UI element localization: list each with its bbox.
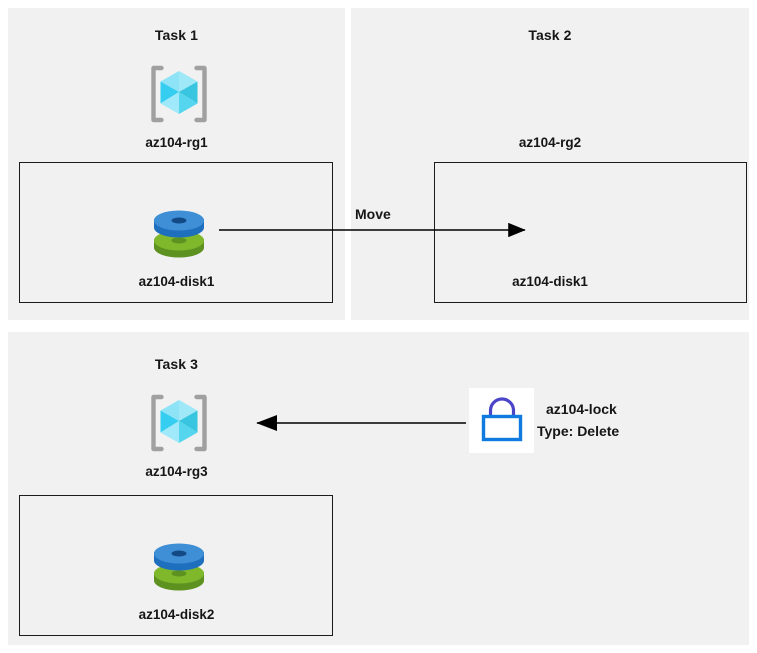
move-arrow-label: Move [355,206,391,222]
resource-group-boundary-box [434,162,747,303]
resource-group-boundary-box [19,162,333,303]
managed-disk-icon [154,543,204,591]
resource-lock-icon [481,397,523,442]
disk-label: az104-disk1 [512,274,588,289]
lock-name-label: az104-lock [546,401,617,417]
task-title: Task 2 [528,27,572,43]
resource-group-label: az104-rg1 [145,135,208,150]
managed-disk-icon [154,210,204,258]
task-title: Task 1 [154,27,199,43]
resource-group-label: az104-rg3 [145,464,208,479]
task-panel-task1: Task 1 az104-rg1 [8,8,345,320]
resource-group-cube-icon [151,394,207,452]
disk-label: az104-disk2 [138,607,215,622]
resource-group-label: az104-rg2 [518,135,582,150]
lock-type-label: Type: Delete [537,423,620,439]
task-panel-task3: Task 3 az104-rg3 [8,332,749,645]
task-panel-task2: Task 2 az104-rg2 [351,8,749,320]
task-title: Task 3 [154,356,199,372]
resource-group-cube-icon [151,65,207,123]
lock-tile [469,388,534,453]
disk-label: az104-disk1 [138,274,215,289]
